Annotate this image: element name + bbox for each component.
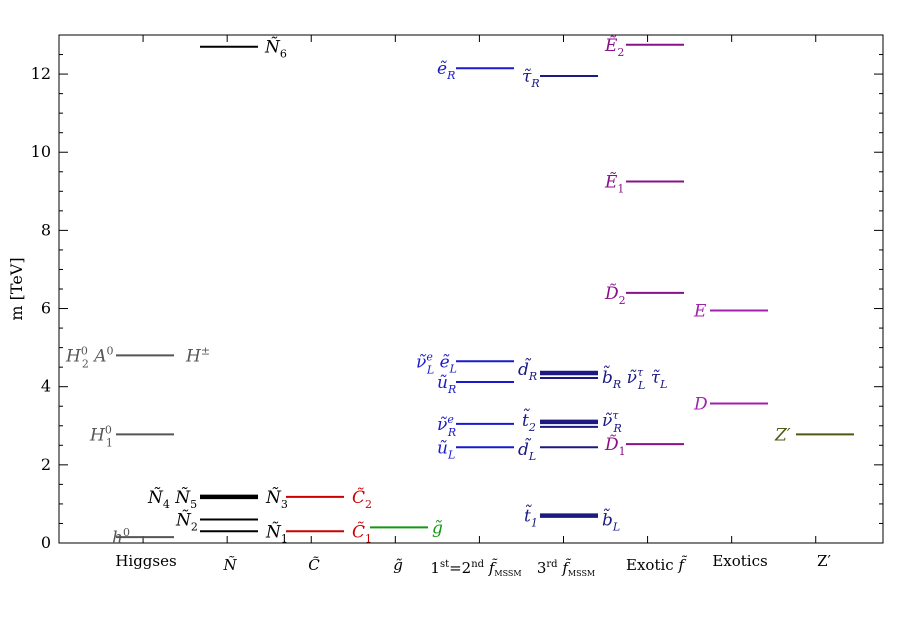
label-N6: Ñ6 (264, 37, 287, 61)
label-h0: h0 (112, 526, 130, 548)
label-Hpm: H± (185, 344, 210, 366)
label-D: D (693, 394, 708, 414)
label-t2: t̃2 (522, 409, 536, 434)
x-label-neutralinos: Ñ (222, 556, 237, 574)
y-tick-label: 8 (41, 220, 51, 239)
x-label-exotic-sfermions: Exotic f̃ (626, 556, 687, 574)
label-uL: ũL (437, 438, 455, 461)
label-dL: d̃L (518, 439, 536, 464)
label-bL: b̃L (602, 509, 620, 534)
y-tick-label: 10 (31, 142, 51, 161)
x-label-higgses: Higgses (115, 552, 176, 570)
y-tick-label: 0 (41, 533, 51, 552)
label-dR: d̃R (518, 358, 537, 383)
y-tick-label: 12 (31, 64, 51, 83)
label-N1: Ñ1 (265, 521, 288, 545)
x-axis-labels: Higgses Ñ C̃ g̃ 1st=2nd f̃MSSM 3rd f̃MSS… (115, 552, 831, 578)
x-label-charginos: C̃ (308, 556, 320, 574)
y-tick-label: 2 (41, 455, 51, 474)
label-gluino: g̃ (432, 518, 443, 538)
label-E1: Ẽ1 (604, 172, 624, 196)
label-C2: C̃2 (352, 488, 372, 511)
label-uR: ũR (437, 373, 456, 396)
plot-frame (58, 34, 884, 544)
x-label-exotics: Exotics (712, 552, 767, 570)
x-label-gluino: g̃ (393, 556, 403, 574)
label-tauR: τ̃R (522, 67, 540, 90)
x-label-sfermions-12: 1st=2nd f̃MSSM (430, 559, 521, 578)
label-N4-N5: Ñ4 Ñ5 (147, 487, 197, 511)
label-C1: C̃1 (352, 522, 372, 545)
label-zprime: Z′ (774, 425, 791, 445)
y-tick-label: 4 (41, 377, 51, 396)
label-t1: t̃1 (524, 505, 538, 530)
y-axis-label: m [TeV] (7, 257, 26, 320)
y-axis-ticks: 0 2 4 6 8 10 12 (31, 34, 883, 552)
label-E2: Ẽ2 (604, 35, 624, 59)
mass-levels (116, 43, 854, 539)
label-N3: Ñ3 (265, 487, 288, 511)
label-D1: D̃1 (604, 435, 626, 458)
label-eR: ẽR (437, 59, 455, 82)
label-E: E (693, 301, 707, 321)
label-N2: Ñ2 (175, 510, 198, 534)
x-axis-ticks (142, 35, 817, 543)
x-label-zprime: Z′ (817, 552, 831, 570)
y-tick-label: 6 (41, 299, 51, 318)
label-D2: D̃2 (604, 284, 626, 307)
x-label-sfermions-3: 3rd f̃MSSM (537, 559, 595, 578)
